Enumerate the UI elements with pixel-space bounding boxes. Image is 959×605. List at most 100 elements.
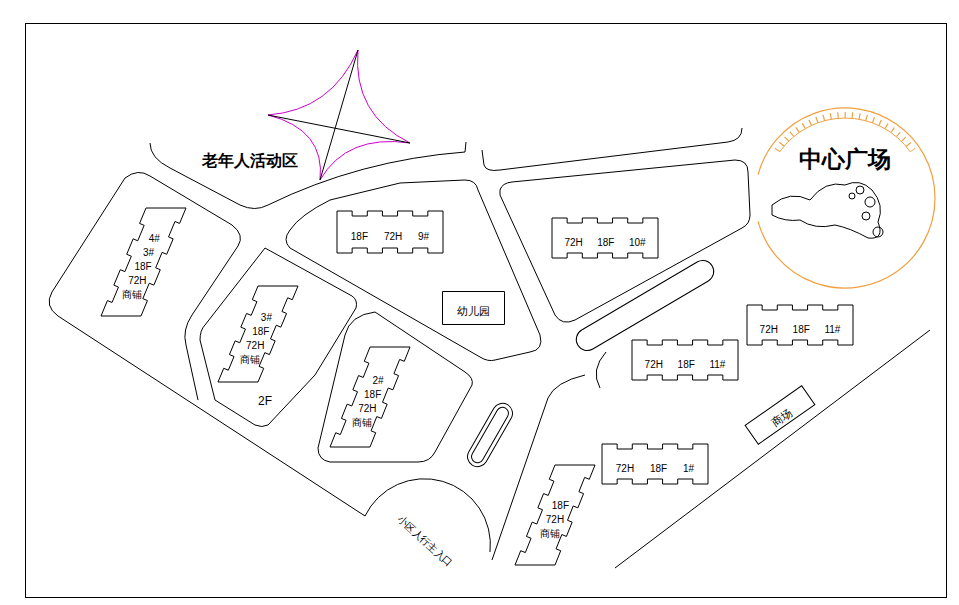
building-label: 2# — [373, 375, 384, 387]
residential-building: 72H 18F 11# — [630, 338, 740, 382]
building-label: 商铺 — [122, 289, 142, 301]
plaza-outline — [758, 108, 935, 288]
plaza-rock — [856, 186, 864, 194]
text-holder: 1# — [683, 458, 694, 476]
building-outline — [330, 347, 410, 447]
building-label: 72H — [358, 403, 376, 415]
box-outline — [442, 292, 504, 325]
text-holder: 18F — [351, 226, 368, 244]
building-label: 72H — [546, 514, 564, 526]
building-label: 72H — [616, 463, 634, 475]
text-holder: 中心广场 — [799, 146, 891, 174]
text-holder: 3# — [261, 307, 272, 325]
text-holder: 18F — [552, 495, 569, 513]
building-label: 18F — [252, 326, 269, 338]
residential-building: 4# 3# 18F 72H 商铺 — [99, 206, 188, 318]
building-outline — [552, 218, 658, 258]
text-holder: 72H — [564, 232, 582, 250]
central-plaza: 中心广场 — [750, 103, 940, 293]
residential-building: 18F 72H 商铺 — [513, 463, 597, 567]
residential-building: 72H 18F 1# — [600, 442, 710, 486]
text-holder: 10# — [629, 232, 646, 250]
text-holder: 商铺 — [352, 412, 372, 430]
text-holder: 小区人行主入口 — [394, 510, 458, 570]
parcel-outline — [318, 312, 472, 462]
building-label: 商铺 — [540, 528, 560, 540]
building-outline — [337, 211, 443, 253]
building-label: 18F — [351, 231, 368, 243]
entrance-oval — [464, 400, 516, 471]
text-holder: 2# — [373, 370, 384, 388]
entrance-label: 小区人行主入口 — [395, 514, 455, 570]
road-edge — [49, 172, 365, 516]
residential-building: 2# 18F 72H 商铺 — [328, 345, 412, 449]
box-outline — [745, 386, 815, 444]
building-label: 72H — [246, 340, 264, 352]
text-holder: 18F — [364, 384, 381, 402]
road-edge — [596, 352, 606, 388]
building-outline — [632, 340, 738, 380]
building-label: 幼儿园 — [457, 305, 490, 318]
building-label: 18F — [597, 237, 614, 249]
plaza-rock — [873, 227, 883, 237]
parcel-outline — [200, 248, 357, 427]
plaza-rock — [849, 193, 855, 199]
text-holder: 商铺 — [540, 523, 560, 541]
building-label: 商铺 — [352, 417, 372, 429]
text-holder: 18F — [793, 319, 810, 337]
plaza-pond — [772, 182, 880, 238]
text-holder: 11# — [824, 319, 840, 337]
text-holder: 3# — [143, 242, 154, 260]
text-holder: 18F — [678, 354, 695, 372]
text-holder: 72H — [128, 270, 146, 288]
plaza-label: 中心广场 — [799, 146, 891, 174]
text-holder: 9# — [418, 226, 429, 244]
building-label: 9# — [418, 231, 429, 243]
residential-building: 72H 18F 10# — [550, 216, 660, 260]
floor-label: 2F — [258, 394, 272, 408]
residential-building: 3# 18F 72H商铺 — [216, 284, 300, 384]
building-label: 18F — [134, 261, 151, 273]
building-label: 18F — [650, 463, 667, 475]
building-outline — [602, 444, 708, 484]
building-outline — [747, 305, 853, 345]
residential-building: 18F 72H 9# — [335, 209, 445, 255]
text-holder: 11# — [709, 354, 725, 372]
building-label: 4# — [149, 233, 160, 245]
text-holder: 老年人活动区 — [202, 151, 298, 170]
text-holder: 72H — [760, 319, 778, 337]
entrance-oval — [469, 405, 510, 465]
text-holder: 2F — [258, 391, 272, 409]
building-outline — [515, 465, 595, 565]
mall-box: 商场 — [744, 385, 815, 445]
parcel-outline — [286, 180, 541, 361]
plaza-ticks — [777, 115, 913, 150]
building-label: 18F — [552, 500, 569, 512]
text-holder: 72H — [546, 509, 564, 527]
building-label: 18F — [793, 324, 810, 336]
building-label: 11# — [824, 324, 840, 336]
node-outline — [750, 103, 940, 293]
building-label: 10# — [629, 237, 646, 249]
residential-building: 72H 18F 11# — [745, 303, 855, 347]
building-label: 72H — [564, 237, 582, 249]
text-holder: 商铺 — [122, 284, 142, 302]
building-outline — [218, 286, 298, 382]
road-edge — [482, 128, 742, 170]
building-label: 72H — [645, 359, 663, 371]
text-holder: 18F — [650, 458, 667, 476]
kindergarten-box: 幼儿园 — [442, 291, 505, 325]
parcel-outline — [500, 160, 750, 322]
building-label: 72H — [760, 324, 778, 336]
building-label: 3# — [143, 247, 154, 259]
area-label: 老年人活动区 — [202, 151, 298, 170]
text-holder: 72H — [616, 458, 634, 476]
building-label: 72H — [384, 231, 402, 243]
building-label: 1# — [683, 463, 694, 475]
text-holder: 商铺 — [240, 349, 260, 367]
plaza-rock — [865, 197, 875, 207]
building-label: 18F — [364, 389, 381, 401]
building-label: 3# — [261, 312, 272, 324]
building-label: 72H — [128, 275, 146, 287]
text-holder: 幼儿园 — [457, 301, 490, 319]
